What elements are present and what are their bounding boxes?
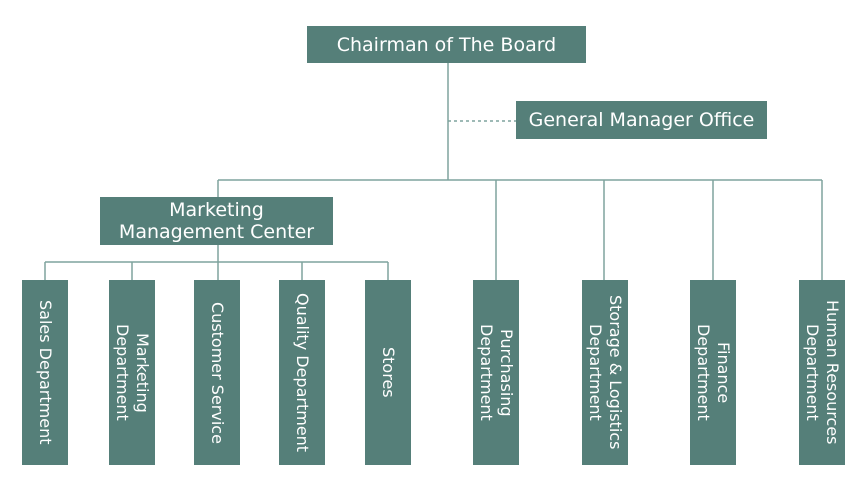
hr-label: Human Resources Department	[803, 300, 842, 445]
chairman-label: Chairman of The Board	[336, 33, 557, 56]
storage-node: Storage & Logistics Department	[582, 280, 628, 465]
hr-node: Human Resources Department	[799, 280, 845, 465]
finance-label: Finance Department	[694, 324, 733, 421]
storage-label: Storage & Logistics Department	[586, 295, 625, 450]
gm-office-label: General Manager Office	[528, 109, 755, 131]
chairman-node: Chairman of The Board	[307, 26, 586, 63]
customer-service-node: Customer Service	[194, 280, 240, 465]
quality-label: Quality Department	[293, 292, 312, 453]
stores-node: Stores	[365, 280, 411, 465]
finance-node: Finance Department	[690, 280, 736, 465]
quality-node: Quality Department	[279, 280, 325, 465]
marketing-center-label: Marketing Management Center	[118, 199, 315, 243]
customer-service-label: Customer Service	[208, 301, 227, 444]
sales-node: Sales Department	[22, 280, 68, 465]
marketing-dept-label: Marketing Department	[113, 324, 152, 421]
marketing-center-node: Marketing Management Center	[100, 197, 333, 245]
sales-label: Sales Department	[36, 300, 55, 445]
stores-label: Stores	[379, 347, 398, 398]
marketing-dept-node: Marketing Department	[109, 280, 155, 465]
purchasing-node: Purchasing Department	[473, 280, 519, 465]
gm-office-node: General Manager Office	[516, 101, 767, 139]
purchasing-label: Purchasing Department	[477, 324, 516, 421]
